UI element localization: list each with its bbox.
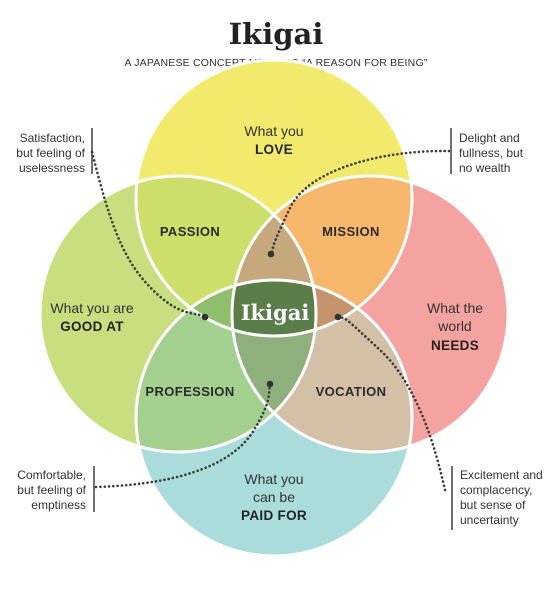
vocation-label: VOCATION xyxy=(316,384,387,399)
needs-label-line1: What the xyxy=(427,300,483,316)
love-label-strong: LOVE xyxy=(255,142,293,157)
note-line: Comfortable, xyxy=(17,468,86,482)
note-line: no wealth xyxy=(459,161,510,175)
connector-dot-bottom-right xyxy=(334,313,342,321)
paid-label-line2: can be xyxy=(253,489,295,505)
note-line: but feeling of xyxy=(17,483,86,497)
note-line: Excitement and xyxy=(460,468,543,482)
paid-label-line1: What you xyxy=(244,471,303,487)
note-top-left: Satisfaction, but feeling of uselessness xyxy=(16,131,85,175)
connector-top-left xyxy=(90,150,206,318)
page-title: Ikigai xyxy=(229,17,324,51)
ikigai-center-label: Ikigai xyxy=(241,300,310,325)
connector-bottom-right xyxy=(338,315,447,492)
passion-label: PASSION xyxy=(160,224,220,239)
paid-label-strong: PAID FOR xyxy=(241,508,307,523)
note-line: emptiness xyxy=(31,498,86,512)
connector-dots xyxy=(201,250,342,388)
note-bottom-left: Comfortable, but feeling of emptiness xyxy=(17,468,86,512)
note-line: complacency, xyxy=(460,483,532,497)
connector-top-right xyxy=(270,149,451,254)
connector-dot-top-left xyxy=(201,313,209,321)
note-top-right: Delight and fullness, but no wealth xyxy=(459,131,524,175)
note-line: fullness, but xyxy=(459,146,524,160)
connector-bottom-left xyxy=(94,384,272,489)
note-bars xyxy=(91,128,453,530)
profession-label: PROFESSION xyxy=(145,384,234,399)
note-line: but sense of xyxy=(460,498,526,512)
note-line: uselessness xyxy=(19,161,85,175)
note-bottom-right: Excitement and complacency, but sense of… xyxy=(460,468,543,527)
love-label-line1: What you xyxy=(244,123,303,139)
note-line: Satisfaction, xyxy=(20,131,85,145)
connector-lines xyxy=(90,149,451,492)
connector-dot-bottom-left xyxy=(266,380,274,388)
note-line: Delight and xyxy=(459,131,520,145)
note-line: uncertainty xyxy=(460,513,519,527)
connector-dot-top-right xyxy=(267,250,275,258)
needs-label-strong: NEEDS xyxy=(431,338,479,353)
note-line: but feeling of xyxy=(16,146,85,160)
needs-label-line2: world xyxy=(437,318,471,334)
good-label-line1: What you are xyxy=(50,300,133,316)
circle-outlines xyxy=(38,58,510,558)
mission-label: MISSION xyxy=(322,224,380,239)
good-label-strong: GOOD AT xyxy=(60,319,124,334)
